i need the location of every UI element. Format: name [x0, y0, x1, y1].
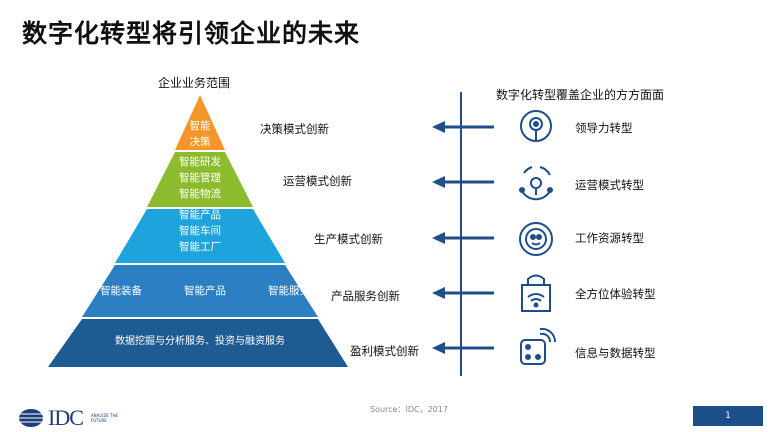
tier-2-text: 智能研发 智能管理 智能物流	[179, 156, 221, 200]
transformation-heading: 数字化转型覆盖企业的方方面面	[496, 88, 665, 102]
source-note: Source：IDC，2017	[370, 405, 448, 414]
pyramid-tier-3	[115, 209, 285, 263]
resources-icon	[519, 222, 553, 256]
logo-text: IDC	[48, 405, 84, 430]
transformation-label: 全方位体验转型	[575, 287, 656, 301]
pyramid-tier-2	[147, 152, 253, 207]
leadership-icon	[520, 110, 552, 142]
pyramid-tier-4	[82, 265, 318, 317]
tier-3-text: 智能产品 智能车间 智能工厂	[179, 209, 221, 253]
innovation-label: 决策模式创新	[260, 122, 329, 136]
logo-tagline: ANALYZE THE FUTURE	[90, 413, 119, 423]
innovation-label: 盈利模式创新	[350, 344, 419, 358]
idc-logo: IDC ANALYZE THE FUTURE	[18, 405, 121, 431]
pyramid-heading: 企业业务范围	[158, 76, 231, 90]
innovation-label: 产品服务创新	[331, 289, 400, 303]
innovation-label: 运营模式创新	[283, 174, 352, 188]
page-number: 1	[693, 406, 763, 426]
arrows	[432, 121, 494, 354]
transformation-label: 运营模式转型	[575, 178, 644, 192]
transformation-label: 工作资源转型	[575, 231, 644, 245]
pyramid-tier-1	[175, 95, 225, 150]
tier-1-text: 智能 决策	[189, 120, 211, 148]
data-icon	[520, 327, 557, 365]
tier-4-text: 智能装备 智能产品 智能服务	[100, 285, 310, 297]
globe-icon	[19, 409, 43, 427]
experience-icon	[521, 274, 551, 312]
operations-icon	[519, 166, 553, 201]
innovation-label: 生产模式创新	[314, 232, 383, 246]
tier-5-text: 数据挖掘与分析服务、投资与融资服务	[115, 336, 285, 347]
page-title: 数字化转型将引领企业的未来	[22, 19, 361, 48]
transformation-label: 信息与数据转型	[575, 346, 656, 360]
transformation-label: 领导力转型	[575, 121, 633, 135]
pyramid-tier-5	[48, 319, 348, 367]
